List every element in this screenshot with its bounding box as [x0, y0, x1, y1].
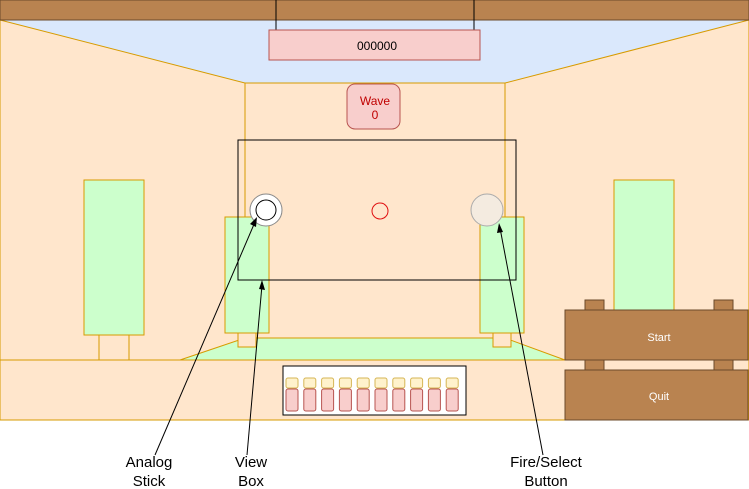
fire-select-button[interactable] [470, 193, 504, 227]
analog-stick-arrowhead [250, 217, 257, 227]
score-display [268, 29, 481, 61]
ammo-shell-icon [321, 377, 335, 412]
quit-button-label: Quit [649, 391, 669, 403]
top-beam [0, 0, 749, 21]
analog-stick-inner[interactable] [255, 199, 277, 221]
start-button-post-right [713, 299, 734, 311]
start-button-post-bottom-left [584, 359, 605, 371]
view-box-label-line2: Box [238, 473, 264, 489]
ammo-group [285, 377, 459, 412]
fire-button-callout-line [499, 227, 544, 456]
ammo-shell-icon [356, 377, 370, 412]
quit-button[interactable] [564, 369, 749, 421]
view-box-arrowhead [259, 280, 265, 290]
fire-button-label-line2: Button [524, 473, 567, 489]
fire-button-arrowhead [497, 223, 503, 233]
view-box-callout-line [246, 284, 263, 456]
view-box [237, 139, 517, 281]
start-button-label: Start [647, 332, 670, 344]
ammo-shell-icon [374, 377, 388, 412]
ammo-shell-icon [392, 377, 406, 412]
wave-label: Wave [360, 94, 391, 108]
score-text: 000000 [357, 39, 397, 53]
analog-stick-label-line2: Stick [133, 473, 166, 489]
ammo-shell-icon [445, 377, 459, 412]
start-button[interactable] [564, 309, 749, 361]
ammo-shell-icon [427, 377, 441, 412]
wave-box [346, 83, 401, 130]
left-inner-panel [224, 216, 270, 334]
ammo-shell-icon [303, 377, 317, 412]
right-inner-foot [492, 332, 512, 348]
ammo-shell-icon [410, 377, 424, 412]
analog-stick-callout-line [154, 221, 256, 456]
ammo-shell-icon [285, 377, 299, 412]
fire-button-label-line1: Fire/Select [510, 454, 583, 471]
reticle-icon [371, 202, 389, 220]
left-outer-leg [98, 334, 130, 361]
wave-number: 0 [372, 108, 379, 122]
analog-stick-label-line1: Analog [126, 454, 173, 471]
right-inner-panel [479, 216, 525, 334]
ammo-shell-icon [338, 377, 352, 412]
start-button-post-bottom-right [713, 359, 734, 371]
left-outer-panel [83, 179, 145, 336]
left-inner-foot [237, 332, 257, 348]
view-box-label-line1: View [235, 454, 267, 471]
start-button-post-left [584, 299, 605, 311]
